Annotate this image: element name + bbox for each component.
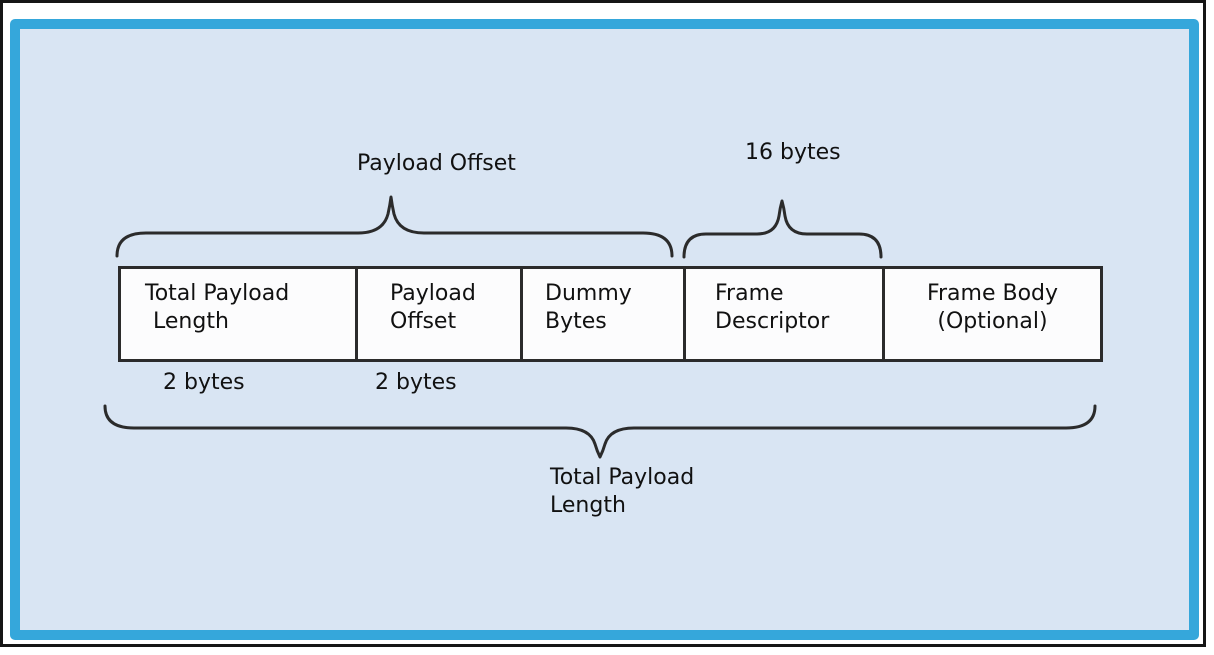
field-label-line: Total Payload	[145, 281, 290, 306]
size-label-total-payload-length: 2 bytes	[163, 370, 245, 395]
total-payload-length-label-line: Length	[550, 493, 626, 518]
field-label-line: Payload	[390, 281, 476, 306]
field-box-frame-descriptor: Frame Descriptor	[683, 266, 885, 362]
field-label-line: Frame Body	[926, 281, 1059, 306]
field-box-dummy-bytes: Dummy Bytes	[520, 266, 686, 362]
field-label-line: Descriptor	[715, 309, 830, 334]
field-box-payload-offset: Payload Offset	[355, 266, 523, 362]
sixteen-bytes-brace-label: 16 bytes	[745, 140, 841, 165]
field-box-total-payload-length: Total Payload Length	[118, 266, 358, 362]
total-payload-length-label-line: Total Payload	[550, 465, 695, 490]
field-box-frame-body: Frame Body (Optional)	[882, 266, 1103, 362]
field-label-line: Frame	[715, 281, 784, 306]
field-label-line: Offset	[390, 309, 457, 334]
field-label-line: (Optional)	[937, 309, 1048, 334]
field-label-line: Bytes	[545, 309, 607, 334]
size-label-payload-offset: 2 bytes	[375, 370, 457, 395]
total-payload-length-brace-label: Total Payload Length	[550, 464, 694, 520]
field-label-line: Length	[153, 309, 229, 334]
field-label-line: Dummy	[545, 281, 632, 306]
payload-offset-brace-label: Payload Offset	[357, 151, 516, 176]
